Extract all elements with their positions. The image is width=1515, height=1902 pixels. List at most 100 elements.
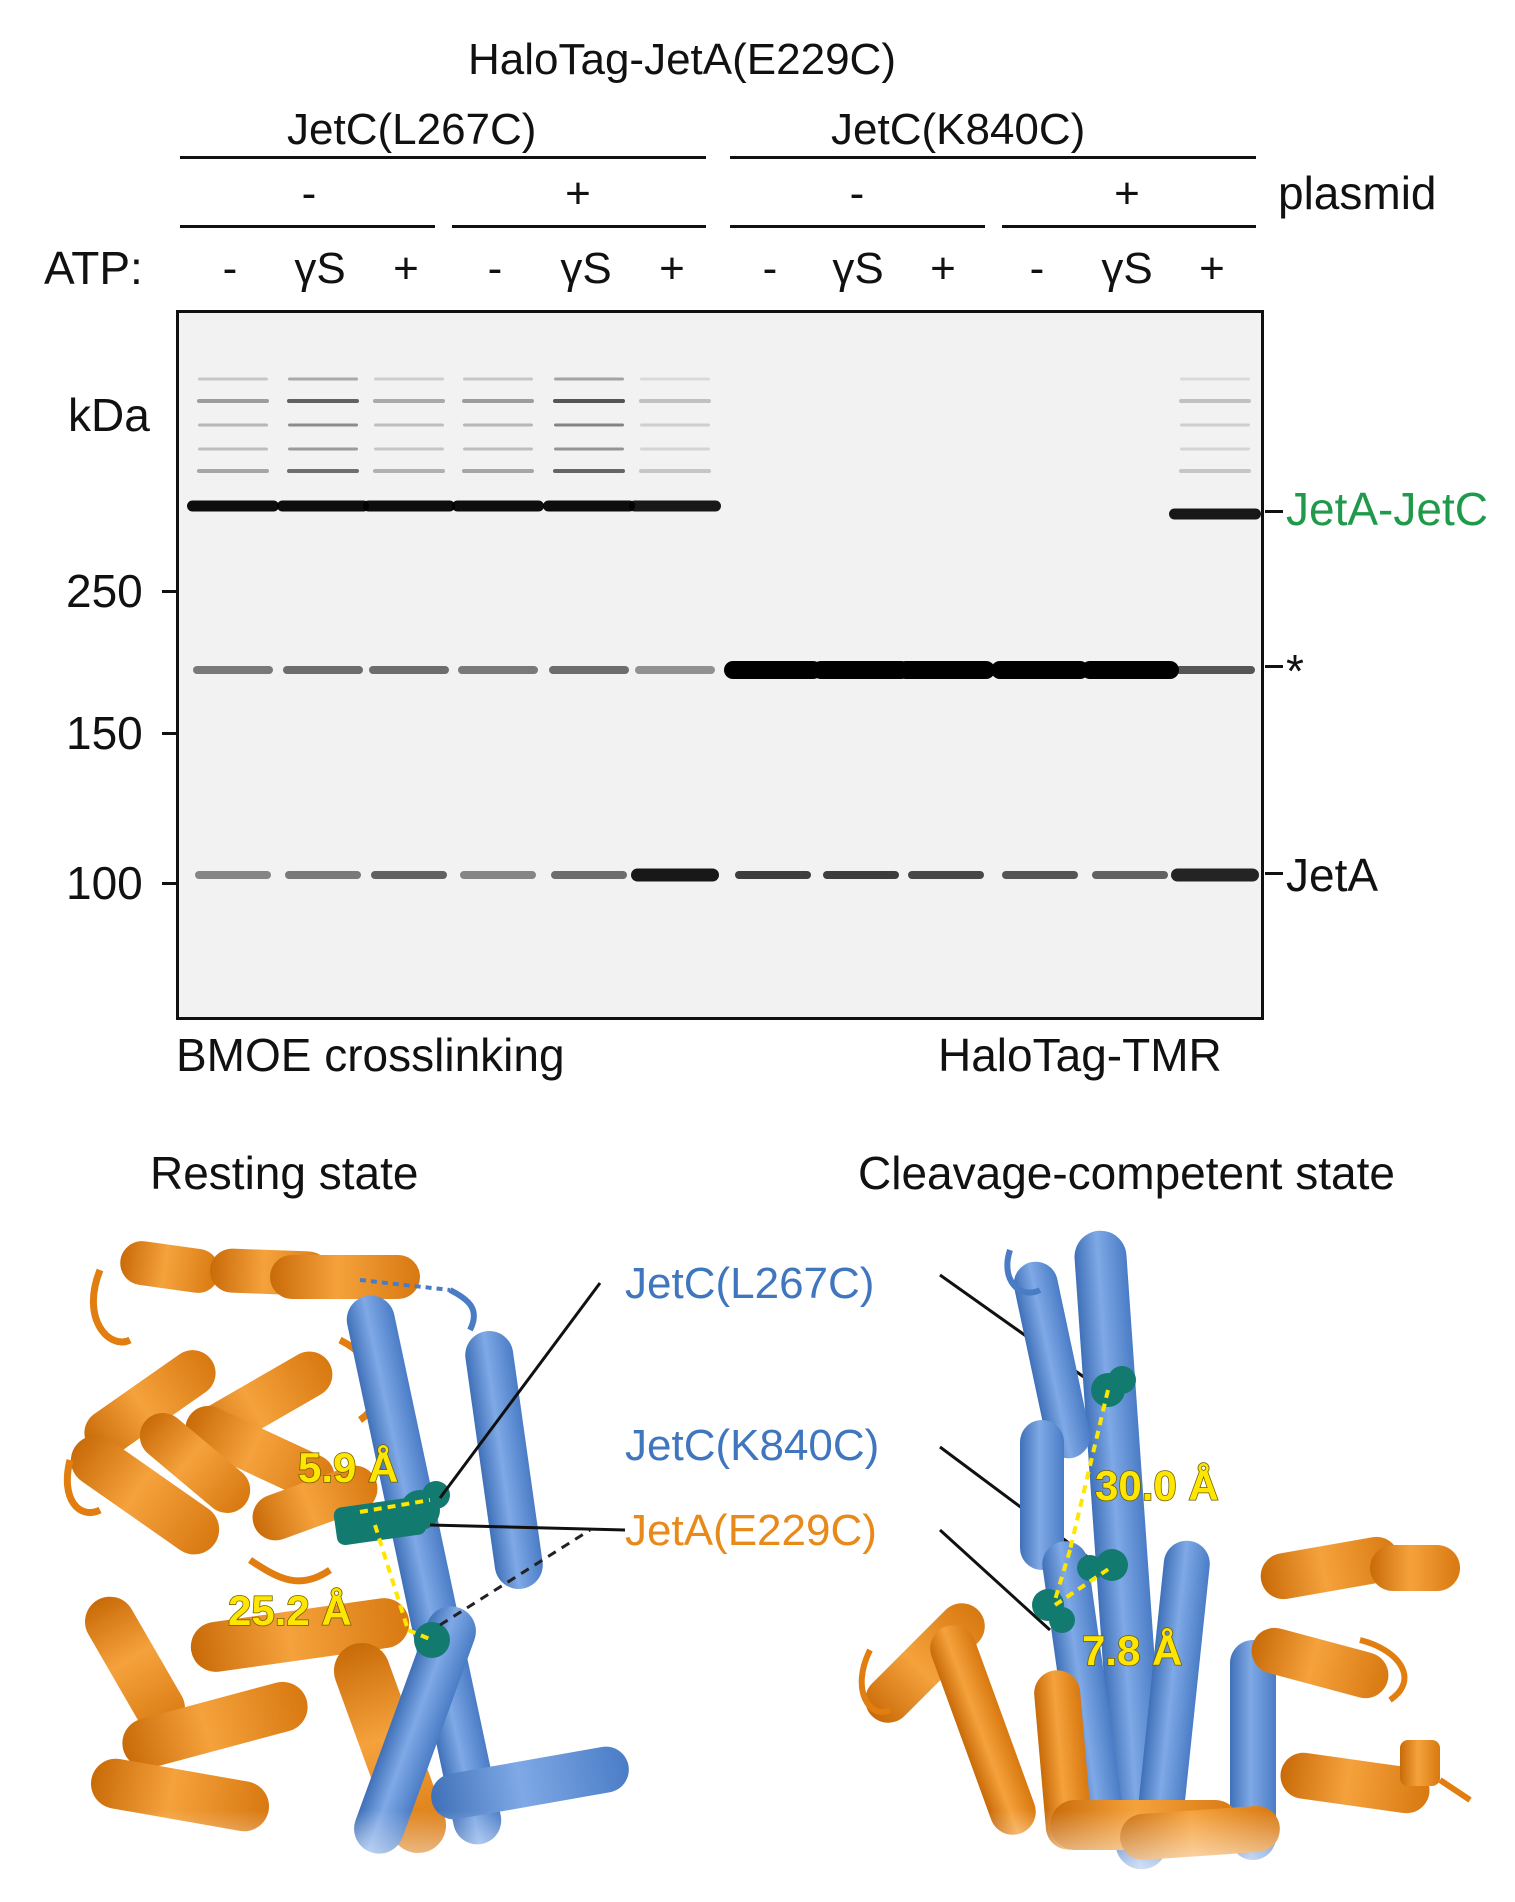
gel-band-star [283,666,363,674]
gel-band-upper [197,399,269,403]
atp-lane-label: - [222,244,238,293]
gel-band-upper [288,423,358,427]
plasmid-rule [180,225,435,228]
gel-band-star [458,666,538,674]
band-tick-star [1265,665,1283,668]
gel-band-crosslink [629,500,721,512]
footer-left: BMOE crosslinking [176,1029,565,1081]
cleavage-state-title: Cleavage-competent state [858,1147,1395,1199]
gel-band-star [549,666,629,674]
gel-band-upper [462,469,534,473]
gel-band-upper [197,469,269,473]
kda-label: kDa [68,389,150,441]
plasmid-sign: + [1114,169,1140,218]
band-label-jeta: JetA [1286,849,1379,901]
gel-band-crosslink [1169,508,1261,520]
group-label-k840c: JetC(K840C) [831,105,1086,154]
atp-lane-label: - [487,244,503,293]
gel-band-upper [1180,447,1250,451]
gel-band-jeta [195,871,271,879]
gel-band-star [897,661,995,679]
gel-band-crosslink [363,500,455,512]
footer-right: HaloTag-TMR [938,1029,1222,1081]
gel-band-star [1081,661,1179,679]
gel-band-upper [1179,399,1251,403]
marker-label: 250 [66,565,143,617]
gel-band-upper [288,447,358,451]
plasmid-rule [452,225,706,228]
gel-band-upper [639,469,711,473]
gel-band-star [369,666,449,674]
marker-label: 100 [66,857,143,909]
plasmid-sign: - [849,169,865,218]
gel-band-crosslink [187,500,279,512]
plasmid-sign: + [565,169,591,218]
gel-band-upper [198,447,268,451]
gel-band-upper [1180,423,1250,427]
label-jetc-k840c: JetC(K840C) [625,1421,879,1470]
plasmid-rule [1002,225,1256,228]
atp-lane-label: + [393,244,419,293]
gel-band-jeta [1002,871,1078,879]
gel-band-upper [463,447,533,451]
plasmid-sign: - [301,169,317,218]
gel-band-upper [554,447,624,451]
bottom-fade [0,1810,1515,1902]
gel-band-upper [640,447,710,451]
marker-tick [162,732,178,735]
gel-band-jeta [823,871,899,879]
distance-label: 25.2 Å [228,1587,352,1634]
gel-band-star [991,661,1089,679]
gel-band-upper [373,399,445,403]
gel-band-upper [463,377,533,381]
gel-band-upper [373,469,445,473]
gel-band-upper [553,399,625,403]
atp-lane-label: γS [294,244,346,293]
atp-lane-label: γS [1101,244,1153,293]
gel-band-upper [198,423,268,427]
gel-band-upper [374,423,444,427]
gel-band-crosslink [452,500,544,512]
band-tick-crosslink [1265,510,1283,513]
gel-band-upper [288,377,358,381]
gel-image [176,310,1264,1020]
gel-band-upper [374,447,444,451]
atp-lane-label: + [659,244,685,293]
band-label-crosslink: JetA-JetC [1286,483,1488,535]
gel-band-jeta [1171,868,1259,882]
resting-state-title: Resting state [150,1147,419,1199]
competent-cysteine-sites [1032,1366,1136,1633]
atp-lane-label: - [762,244,778,293]
atp-lane-label: + [1199,244,1225,293]
label-jeta-e229c: JetA(E229C) [625,1506,877,1555]
gel-band-upper [639,399,711,403]
structure-panels: 5.9 Å 25.2 Å JetC(L267C) JetC(K840C) Jet… [0,1230,1515,1902]
atp-lane-label: γS [560,244,612,293]
plasmid-label: plasmid [1278,167,1437,219]
resting-cysteine-sites [333,1481,591,1658]
gel-band-upper [1180,377,1250,381]
construct-title: HaloTag-JetA(E229C) [468,35,896,84]
resting-jetc-structure [346,1278,629,1854]
gel-band-crosslink [543,500,635,512]
plasmid-rule [730,225,985,228]
gel-band-jeta [551,871,627,879]
gel-band-upper [1179,469,1251,473]
marker-label: 150 [66,707,143,759]
gel-band-jeta [735,871,811,879]
group-label-l267c: JetC(L267C) [287,105,537,154]
gel-band-upper [554,377,624,381]
gel-band-upper [463,423,533,427]
gel-band-upper [462,399,534,403]
gel-band-star [724,661,822,679]
gel-band-jeta [285,871,361,879]
band-tick-jeta [1265,872,1283,875]
gel-band-jeta [460,871,536,879]
gel-band-star [1175,666,1255,674]
gel-band-upper [640,377,710,381]
gel-band-upper [554,423,624,427]
gel-band-upper [374,377,444,381]
gel-band-upper [287,469,359,473]
atp-label: ATP: [44,242,143,294]
gel-band-jeta [1092,871,1168,879]
